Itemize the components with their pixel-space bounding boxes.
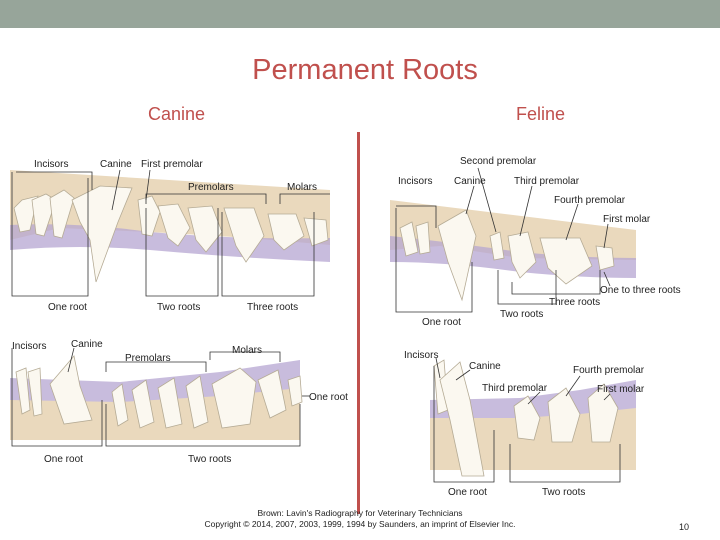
feline-lower-first-molar-tooth	[587, 383, 619, 443]
label-feline-lower-third-premolar: Third premolar	[482, 383, 548, 394]
canine-lower-molar-tooth	[211, 367, 257, 429]
feline-upper-third-premolar-tooth	[507, 231, 537, 279]
canine-upper-premolar-tooth	[157, 203, 191, 247]
label-feline-upper-one-to-three-roots: One to three roots	[600, 285, 681, 296]
label-canine-upper-one-root: One root	[48, 302, 87, 313]
image-credit: Brown: Lavin's Radiography for Veterinar…	[160, 508, 560, 530]
canine-lower-incisor-tooth	[15, 367, 31, 415]
page-number: 10	[679, 522, 690, 532]
feline-lower-third-premolar-tooth	[513, 395, 541, 441]
canine-lower-canine-tooth	[49, 355, 93, 425]
canine-upper-premolar-tooth	[223, 207, 265, 263]
feline-upper-second-premolar-tooth	[489, 231, 505, 261]
label-feline-lower-fourth-premolar: Fourth premolar	[573, 365, 645, 376]
canine-lower-jaw: Incisors Canine Premolars Molars One roo…	[10, 339, 348, 465]
label-canine-upper-molars: Molars	[287, 182, 317, 193]
canine-upper-molar-tooth	[267, 213, 305, 251]
canine-lower-premolar-tooth	[157, 377, 183, 429]
label-feline-upper-one-root: One root	[422, 317, 461, 328]
canine-upper-canine-tooth	[71, 185, 133, 283]
canine-lower-premolar-tooth	[185, 375, 209, 429]
label-canine-lower-two-roots: Two roots	[188, 454, 231, 465]
canine-lower-premolar-tooth	[111, 383, 129, 427]
feline-upper-incisor-tooth	[399, 221, 419, 257]
label-feline-lower-canine: Canine	[469, 361, 501, 372]
canine-upper-jaw: Incisors Canine First premolar Premolars…	[10, 159, 330, 313]
feline-upper-jaw: Second premolar Incisors Canine Third pr…	[390, 156, 681, 328]
label-feline-upper-two-roots: Two roots	[500, 309, 543, 320]
feline-upper-first-molar-tooth	[595, 245, 615, 271]
label-canine-upper-incisors: Incisors	[34, 159, 68, 170]
label-canine-upper-premolars: Premolars	[188, 182, 234, 193]
top-bar	[0, 0, 720, 28]
credit-copyright: Copyright © 2014, 2007, 2003, 1999, 1994…	[204, 519, 516, 529]
label-canine-upper-three-roots: Three roots	[247, 302, 298, 313]
feline-heading: Feline	[516, 104, 566, 124]
canine-heading: Canine	[148, 104, 206, 124]
label-feline-upper-canine: Canine	[454, 176, 486, 187]
label-canine-lower-incisors: Incisors	[12, 341, 46, 352]
label-feline-upper-incisors: Incisors	[398, 176, 432, 187]
canine-lower-molar-tooth	[257, 369, 287, 419]
canine-lower-incisor-tooth	[27, 367, 43, 417]
canine-lower-molar-tooth	[287, 375, 303, 407]
feline-lower-gum	[430, 380, 636, 420]
label-feline-upper-first-molar: First molar	[603, 214, 651, 225]
label-canine-lower-one-root-right: One root	[309, 392, 348, 403]
label-canine-upper-two-roots: Two roots	[157, 302, 200, 313]
canine-lower-premolar-tooth	[131, 379, 155, 429]
feline-lower-jaw: Incisors Canine Fourth premolar Third pr…	[404, 350, 645, 498]
label-feline-lower-one-root: One root	[448, 487, 487, 498]
label-feline-lower-incisors: Incisors	[404, 350, 438, 361]
label-feline-upper-third-premolar: Third premolar	[514, 176, 580, 187]
canine-upper-molar-tooth	[303, 217, 329, 247]
canine-upper-incisor-tooth	[49, 189, 75, 239]
label-feline-lower-first-molar: First molar	[597, 384, 645, 395]
canine-upper-first-premolar-tooth	[137, 195, 161, 237]
feline-upper-canine-tooth	[437, 209, 477, 302]
label-feline-upper-fourth-premolar: Fourth premolar	[554, 195, 626, 206]
column-divider	[357, 132, 360, 514]
label-canine-upper-first-premolar: First premolar	[141, 159, 203, 170]
label-feline-upper-second-premolar: Second premolar	[460, 156, 537, 167]
label-feline-upper-three-roots: Three roots	[549, 297, 600, 308]
label-canine-lower-canine: Canine	[71, 339, 103, 350]
feline-upper-incisor-tooth	[415, 221, 431, 255]
label-canine-upper-canine: Canine	[100, 159, 132, 170]
label-canine-lower-one-root: One root	[44, 454, 83, 465]
label-canine-lower-premolars: Premolars	[125, 353, 171, 364]
feline-upper-fourth-premolar-tooth	[539, 237, 593, 285]
canine-upper-premolar-tooth	[187, 205, 223, 253]
feline-lower-canine-tooth	[439, 361, 485, 477]
credit-source: Brown: Lavin's Radiography for Veterinar…	[257, 508, 463, 518]
feline-lower-fourth-premolar-tooth	[547, 387, 581, 443]
label-feline-lower-two-roots: Two roots	[542, 487, 585, 498]
label-canine-lower-molars: Molars	[232, 345, 262, 356]
slide-title: Permanent Roots	[252, 54, 478, 86]
canine-upper-incisor-tooth	[31, 193, 57, 237]
